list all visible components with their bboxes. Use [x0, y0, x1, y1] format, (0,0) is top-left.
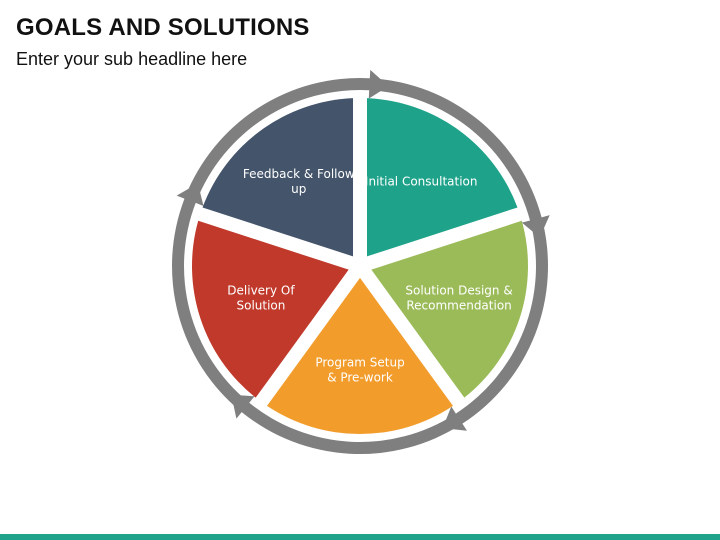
cycle-segments — [192, 98, 528, 434]
arrow-program-setup — [231, 394, 462, 454]
segment-program-setup — [267, 277, 453, 434]
segment-initial-consultation — [367, 98, 518, 257]
arrow-solution-design — [442, 218, 548, 431]
label-initial-consultation: Initial Consultation — [365, 175, 478, 189]
arrow-feedback — [185, 69, 389, 202]
segment-delivery — [192, 220, 349, 398]
cycle-arrows — [172, 69, 550, 454]
segment-feedback — [202, 98, 353, 257]
bottom-accent-bar — [0, 534, 720, 540]
arrow-delivery — [172, 183, 249, 412]
label-program-setup: Program Setup& Pre-work — [315, 356, 404, 385]
segment-solution-design — [371, 220, 528, 398]
page-subtitle: Enter your sub headline here — [16, 49, 248, 69]
label-solution-design: Solution Design &Recommendation — [405, 284, 512, 313]
page-title: GOALS AND SOLUTIONS — [16, 14, 310, 41]
